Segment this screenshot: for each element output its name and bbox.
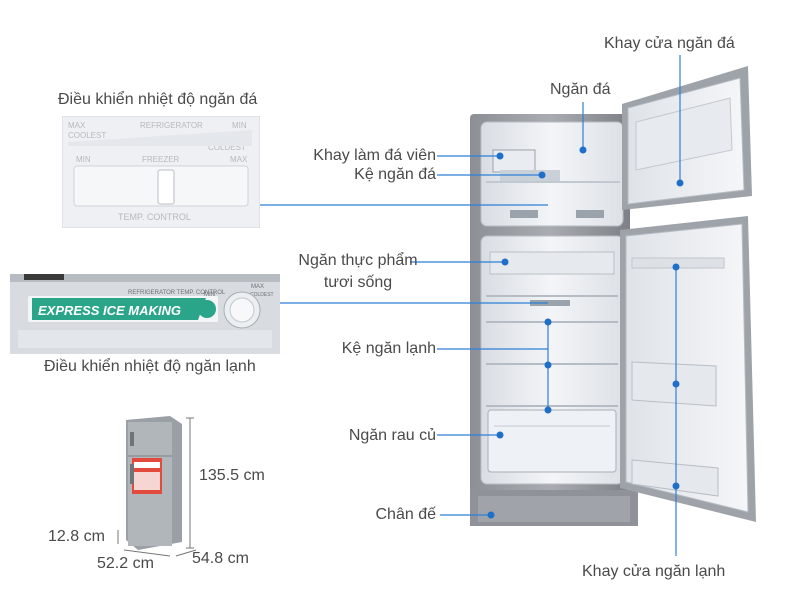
label-freezer-compartment: Ngăn đá (550, 81, 611, 98)
dimension-height: 135.5 cm (199, 467, 265, 484)
freezer-slider-knob (157, 169, 175, 205)
fridge-panel-coldest: COLDEST (250, 292, 274, 298)
label-freezer-shelf: Kệ ngăn đá (354, 166, 436, 183)
fridge-panel-header: REFRIGERATOR TEMP. CONTROL (128, 290, 226, 296)
fridge-panel-max: MAX (251, 284, 264, 290)
freezer-panel-coldest: COLDEST (208, 143, 246, 152)
fridge-control-panel: REFRIGERATOR TEMP. CONTROL EXPRESS ICE M… (10, 274, 280, 354)
label-fridge-shelf: Kệ ngăn lạnh (341, 340, 436, 357)
freezer-control-panel: MAX COOLEST REFRIGERATOR MIN COLDEST MIN… (62, 116, 260, 228)
dimension-depth: 54.8 cm (192, 550, 249, 567)
label-fridge-door-tray: Khay cửa ngăn lạnh (582, 563, 726, 580)
express-ice-making-text: EXPRESS ICE MAKING (38, 303, 181, 318)
freezer-panel-max-bottom: MAX (230, 155, 248, 164)
dimension-depth-small: 12.8 cm (48, 528, 105, 545)
freezer-panel-min-bottom: MIN (76, 155, 91, 164)
freezer-panel-coolest: COOLEST (68, 131, 106, 140)
label-vegetable-drawer: Ngăn rau củ (348, 427, 436, 444)
fridge-panel-min: MIN (204, 292, 215, 298)
label-freezer-control: Điều khiển nhiệt độ ngăn đá (58, 91, 258, 108)
label-fridge-control: Điều khiển nhiệt độ ngăn lạnh (44, 358, 256, 375)
freezer-panel-temp-control: TEMP. CONTROL (118, 212, 191, 222)
fridge-dial-knob (229, 297, 255, 323)
label-base: Chân đế (375, 506, 437, 523)
label-fresh-food-line2: tươi sống (323, 274, 393, 291)
freezer-panel-freezer: FREEZER (142, 155, 180, 164)
fridge-thumbnail (126, 416, 182, 550)
freezer-panel-max-top: MAX (68, 121, 86, 130)
label-ice-tray: Khay làm đá viên (313, 147, 436, 164)
freezer-panel-min-top: MIN (232, 121, 247, 130)
freezer-panel-refrigerator: REFRIGERATOR (140, 121, 203, 130)
label-freezer-door-tray: Khay cửa ngăn đá (604, 35, 735, 52)
dimension-width: 52.2 cm (97, 555, 154, 572)
label-fresh-food-line1: Ngăn thực phẩm (298, 252, 418, 269)
